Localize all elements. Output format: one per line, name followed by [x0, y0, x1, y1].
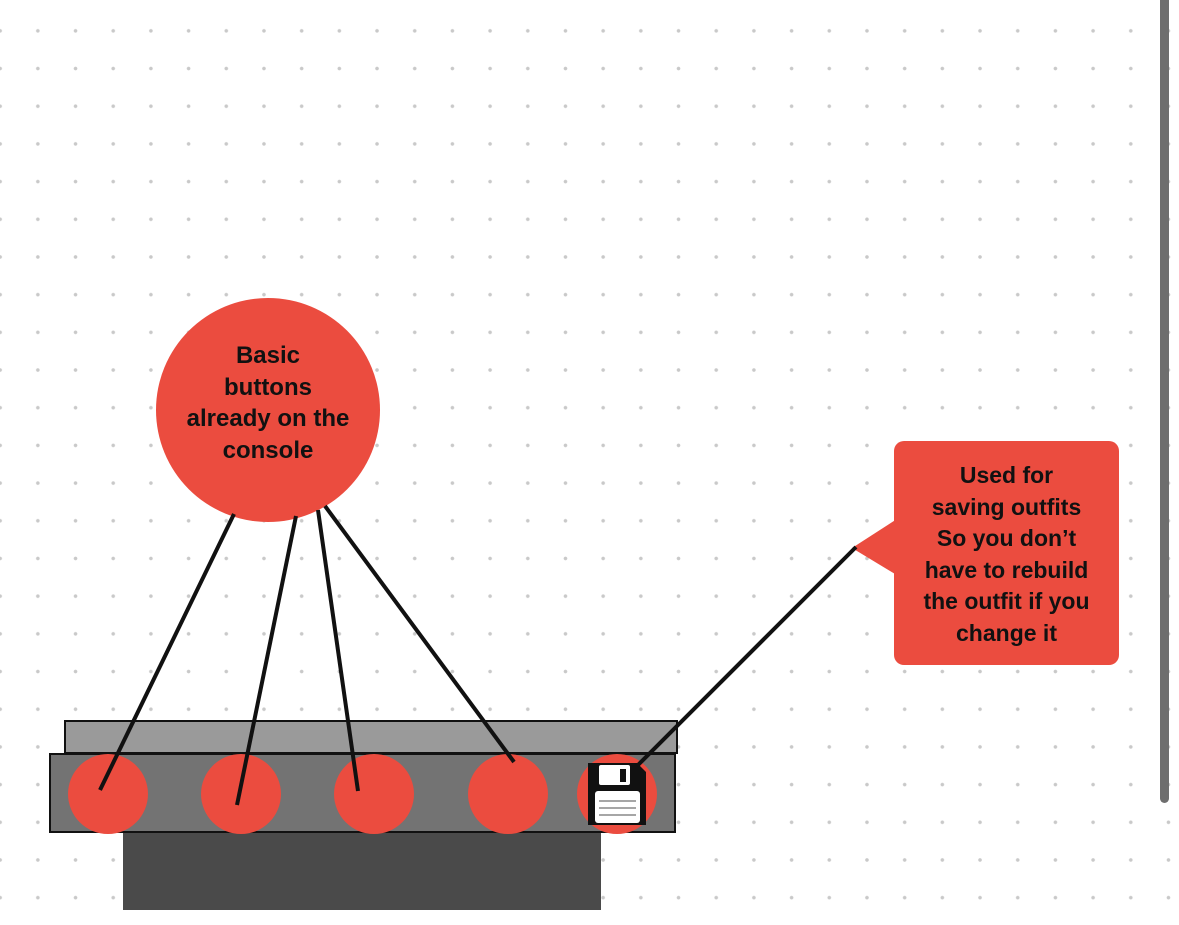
callout-line: Used for: [959, 462, 1054, 488]
console-button-1[interactable]: [68, 754, 148, 834]
console-button-4[interactable]: [468, 754, 548, 834]
bubble-line: console: [222, 436, 314, 464]
callout-line: have to rebuild: [924, 556, 1089, 583]
callout-line: So you don’t: [936, 525, 1077, 551]
save-outfit-callout: Used for saving outfits So you don’t hav…: [894, 441, 1119, 665]
vertical-scrollbar[interactable]: [1160, 0, 1169, 803]
callout-tail: [852, 517, 900, 577]
save-outfit-button[interactable]: [577, 754, 657, 834]
bubble-line: already on the: [186, 405, 350, 432]
floppy-disk-icon: [588, 763, 646, 825]
console-top-panel: [64, 720, 678, 754]
bubble-line: Basic: [235, 342, 301, 369]
callout-label: Used for saving outfits So you don’t hav…: [899, 460, 1114, 665]
console-base: [123, 828, 601, 910]
bubble-line: buttons: [224, 373, 312, 401]
console-button-2[interactable]: [201, 754, 281, 834]
basic-buttons-bubble: Basic buttons already on the console: [156, 298, 380, 522]
callout-line: the outfit if you: [923, 588, 1090, 614]
callout-line: change it: [956, 619, 1057, 646]
console-button-3[interactable]: [334, 754, 414, 834]
callout-line: saving outfits: [931, 493, 1082, 520]
bubble-label: Basic buttons already on the console: [173, 340, 363, 466]
